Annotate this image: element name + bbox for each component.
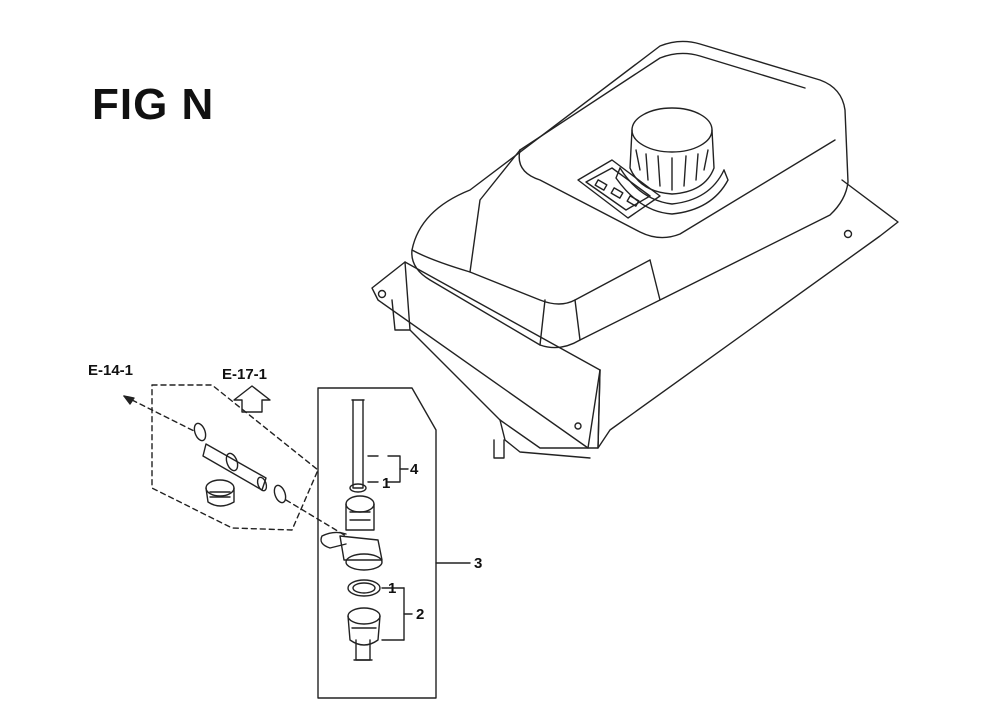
- fuel-cock: [321, 400, 412, 660]
- tank-lower-body: [405, 262, 600, 448]
- fuel-tank: [372, 41, 898, 458]
- reference-e17[interactable]: E-17-1: [222, 366, 268, 383]
- leader-e14: [124, 396, 196, 432]
- callout-4: 4: [410, 461, 419, 478]
- arrow-up-e17: [234, 386, 270, 412]
- tube-set-group-outline: [152, 385, 318, 530]
- callout-2: 2: [416, 606, 425, 623]
- reference-e14[interactable]: E-14-1: [88, 362, 134, 379]
- fuel-tube-parts: [192, 422, 346, 536]
- fuel-cock-group-outline: [318, 388, 436, 698]
- callout-3: 3: [474, 555, 483, 572]
- fuel-cap: [616, 108, 728, 214]
- figure-title: FIG N: [92, 80, 215, 129]
- callout-1-bottom: 1: [388, 580, 397, 597]
- strainer-cup: [206, 480, 234, 506]
- callout-1-top: 1: [382, 475, 391, 492]
- tank-label-plate: [578, 160, 660, 218]
- tank-flange: [372, 262, 600, 448]
- tank-outlet-stub: [494, 440, 504, 458]
- tank-flange-right: [598, 180, 898, 448]
